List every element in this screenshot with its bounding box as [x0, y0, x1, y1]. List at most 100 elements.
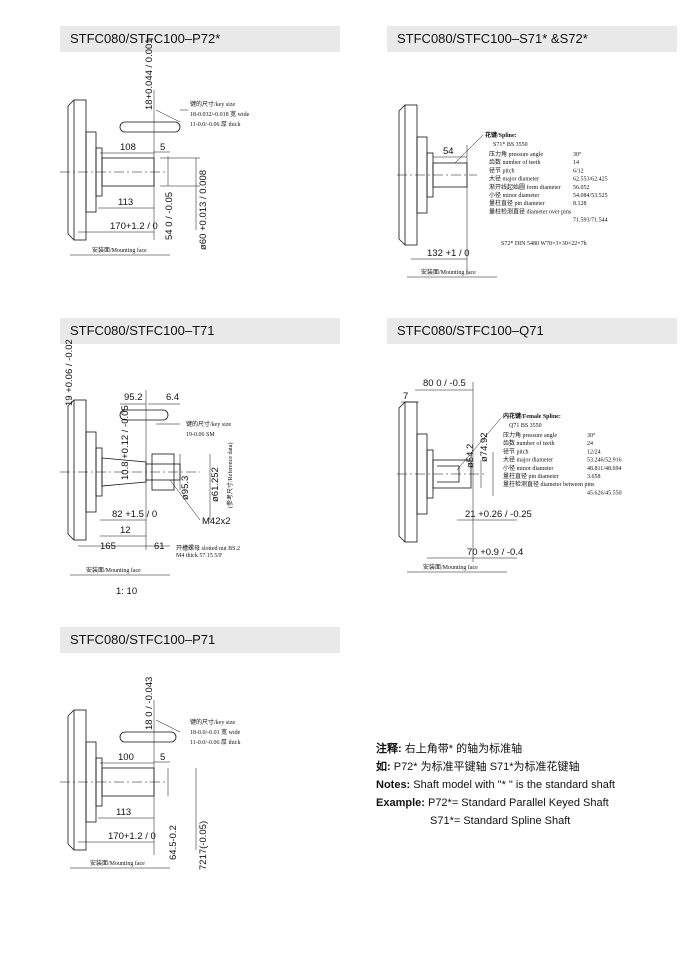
dim-p71-7217: 7217(-0.05) — [198, 821, 209, 870]
q71-spline-table: 压力角 pressure angle 30° 齿数 number of teeth 2… — [503, 431, 622, 496]
spline-param-value: 24 — [587, 441, 593, 447]
p72-key-label: 键的尺寸/key size — [190, 100, 235, 108]
spline-param-label: 量柱检测直径 diameter over pins — [489, 207, 572, 215]
p72-key-wide: 18-0.032/-0.018 宽 wide — [190, 110, 250, 118]
dim-s71-132: 132 +1 / 0 — [427, 248, 470, 259]
dim-t71-82: 82 +1.5 / 0 — [112, 509, 157, 520]
spline-param-value: 48.811/48.694 — [587, 466, 621, 472]
notes-line-2: 如: P72* 为标准平键轴 S71*为标准花键轴 — [376, 761, 580, 773]
dim-p71-170: 170+1.2 / 0 — [108, 831, 156, 842]
title-t71: STFC080/STFC100–T71 — [60, 318, 340, 344]
dim-p71-top: 18 0 / -0.043 — [144, 677, 155, 730]
dim-t71-61b: 61 — [154, 541, 165, 552]
dim-q71-top: 80 0 / -0.5 — [423, 378, 466, 389]
dim-t71-61: ø61.252 — [210, 467, 221, 502]
title-p71: STFC080/STFC100–P71 — [60, 627, 340, 653]
t71-mounting: 安装面/Mounting face — [86, 566, 141, 574]
t71-key-val: 19-0.06 SM — [186, 432, 215, 438]
spline-param-label: 渐开线起始圆 form diameter — [489, 183, 561, 191]
p71-mounting: 安装面/Mounting face — [90, 859, 145, 867]
notes-block: 注释: 右上角带* 的轴为标准轴 如: P72* 为标准平键轴 S71*为标准花… — [376, 740, 615, 830]
dim-p71-5: 5 — [160, 752, 165, 763]
dim-t71-top: 19 +0.06 / -0.02 — [64, 339, 75, 406]
spline-param-label: 齿数 number of teeth — [489, 158, 541, 166]
spline-param-value: 53.246/52.916 — [587, 458, 622, 464]
t71-scale: 1: 10 — [116, 586, 137, 597]
title-s71: STFC080/STFC100–S71* &S72* — [387, 26, 677, 52]
dim-p72-54: 54 0 / -0.05 — [164, 192, 175, 240]
t71-slot-note2: M4 thick 57.15 5/F — [176, 553, 223, 559]
p72-mounting: 安装面/Mounting face — [92, 246, 147, 254]
dim-p72-108: 108 — [120, 142, 136, 153]
dim-q71-54: ø54.2 — [465, 444, 476, 468]
spline-param-value: 12/24 — [587, 449, 601, 455]
notes-line-4: Example: P72*= Standard Parallel Keyed S… — [376, 797, 609, 809]
spline-param-label: 小径 minor diameter — [489, 191, 539, 199]
s71-s72: S72* DIN 5480 W70×3×30×22×7h — [501, 241, 587, 247]
title-q71: STFC080/STFC100–Q71 — [387, 318, 677, 344]
drawing-p72: 18+0.044 / 0.001 108 5 113 170+1.2 / 0 5… — [60, 38, 250, 256]
dim-t71-ref: (参考尺寸/Reference data) — [226, 443, 234, 508]
s71-mounting: 安装面/Mounting face — [421, 268, 476, 276]
dim-t71-12: 12 — [120, 525, 131, 536]
dim-p71-100: 100 — [118, 752, 134, 763]
dim-t71-95b: ø95.3 — [180, 476, 191, 500]
spline-param-label: 量柱直径 pin diameter — [503, 472, 559, 480]
dim-p72-top: 18+0.044 / 0.001 — [144, 38, 155, 110]
dim-p71-645: 64.5-0.2 — [168, 825, 179, 860]
spline-param-value: 6/12 — [573, 168, 584, 174]
p71-key-wide: 18-0.0/-0.01 宽 wide — [190, 728, 241, 736]
dim-p72-5: 5 — [160, 142, 165, 153]
dim-t71-95: 95.2 — [124, 392, 143, 403]
title-p72: STFC080/STFC100–P72* — [60, 26, 340, 52]
p71-key-label: 键的尺寸/key size — [190, 718, 235, 726]
spline-param-value: 30° — [587, 432, 596, 439]
drawing-t71: 19 +0.06 / -0.02 95.2 6.4 10.8 +0.12 / -… — [60, 339, 240, 597]
dim-q71-7: 7 — [403, 391, 408, 402]
q71-spline-title: 内花键/Female Spline: — [503, 412, 561, 420]
dim-q71-74: ø74.92 — [479, 432, 490, 462]
notes-line-3: Notes: Shaft model with "* " is the stan… — [376, 779, 615, 791]
q71-spline-std: Q71 BS 3550 — [509, 423, 542, 429]
spline-param-label: 小径 minor diameter — [503, 464, 553, 472]
dim-t71-6: 6.4 — [166, 392, 179, 403]
drawing-p71: 18 0 / -0.043 100 5 113 170+1.2 / 0 64.5… — [60, 677, 241, 870]
q71-mounting: 安装面/Mounting face — [423, 563, 478, 571]
dim-t71-165: 165 — [100, 541, 116, 552]
drawing-q71: 80 0 / -0.5 7 ø54.2 ø74.92 21 +0.26 / -0… — [397, 378, 622, 573]
spline-param-label: 量柱检测直径 diameter between pins — [503, 480, 595, 488]
dim-t71-10: 10.8 +0.12 / -0.05 — [120, 405, 131, 480]
notes-line-1: 注释: 右上角带* 的轴为标准轴 — [376, 743, 523, 755]
spline-param-label: 压力角 pressure angle — [503, 431, 557, 439]
dim-p71-113: 113 — [116, 807, 131, 818]
dim-t71-m42: M42x2 — [202, 516, 231, 527]
s71-spline-title: 花键/Spline: — [485, 131, 517, 139]
spline-param-value: 8.128 — [573, 201, 587, 207]
spline-param-value: 3.658 — [587, 474, 601, 480]
spline-param-value: 45.626/45.550 — [587, 490, 622, 496]
dim-q71-70: 70 +0.9 / -0.4 — [467, 547, 523, 558]
dim-s71-54: 54 — [443, 146, 454, 157]
t71-slot-note: 开槽螺母 slotted nut BS.2 — [176, 544, 240, 552]
spline-param-value: 56.052 — [573, 185, 590, 191]
spline-param-label: 径节 pitch — [489, 166, 515, 174]
spline-param-label: 压力角 pressure angle — [489, 150, 543, 158]
dim-q71-21: 21 +0.26 / -0.25 — [465, 509, 532, 520]
spline-param-label: 齿数 number of teeth — [503, 439, 555, 447]
spline-param-label: 量柱直径 pin diameter — [489, 199, 545, 207]
spline-param-value: 54.084/53.525 — [573, 193, 608, 199]
notes-line-5: S71*= Standard Spline Shaft — [430, 815, 571, 827]
s71-spline-table: 压力角 pressure angle 30° 齿数 number of teeth 1… — [489, 150, 608, 224]
drawing-s71: 54 132 +1 / 0 花键/Spline: S71* BS 3550 压力… — [397, 104, 608, 278]
p71-key-thick: 11-0.0/-0.06 厚 thick — [190, 739, 240, 746]
dim-p72-60: ø60 +0.013 / 0.008 — [198, 170, 209, 250]
spline-param-label: 大径 major diameter — [489, 175, 539, 183]
spline-param-value: 14 — [573, 160, 579, 166]
s71-spline-std: S71* BS 3550 — [493, 142, 528, 148]
spline-param-label: 径节 pitch — [503, 447, 529, 455]
spline-param-value: 30° — [573, 151, 582, 158]
dim-p72-170: 170+1.2 / 0 — [110, 221, 158, 232]
spline-param-value: 71.593/71.544 — [573, 218, 608, 224]
spline-param-label: 大径 major diameter — [503, 456, 553, 464]
t71-key-label: 键的尺寸/key size — [186, 420, 231, 428]
